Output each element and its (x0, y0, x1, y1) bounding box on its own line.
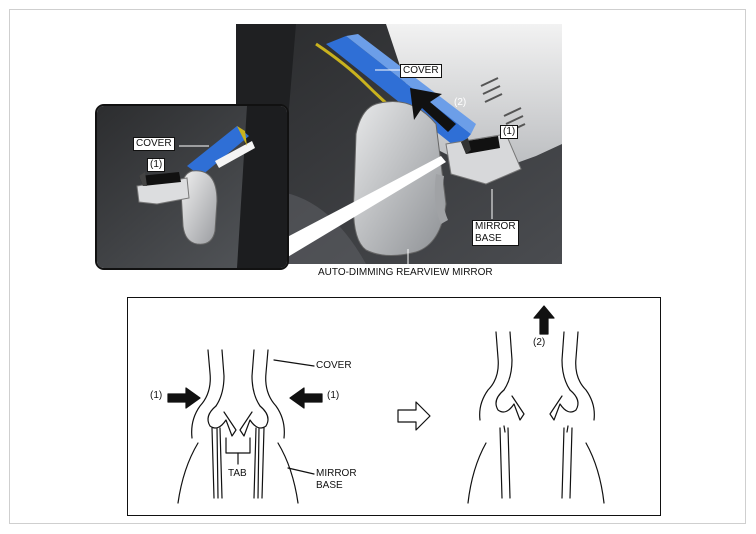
step2-label: (2) (454, 97, 467, 108)
figure-frame (9, 9, 746, 524)
inset-step1-label: (1) (147, 158, 166, 172)
clip-release-diagram (127, 297, 661, 516)
mirror-name-label: AUTO-DIMMING REARVIEW MIRROR (318, 267, 493, 278)
inset-closeup (95, 104, 289, 270)
inset-cover-label: COVER (133, 137, 175, 151)
mirror-base-label: MIRROR BASE (472, 220, 519, 246)
cover-label: COVER (400, 64, 442, 78)
step1-label: (1) (500, 125, 519, 139)
